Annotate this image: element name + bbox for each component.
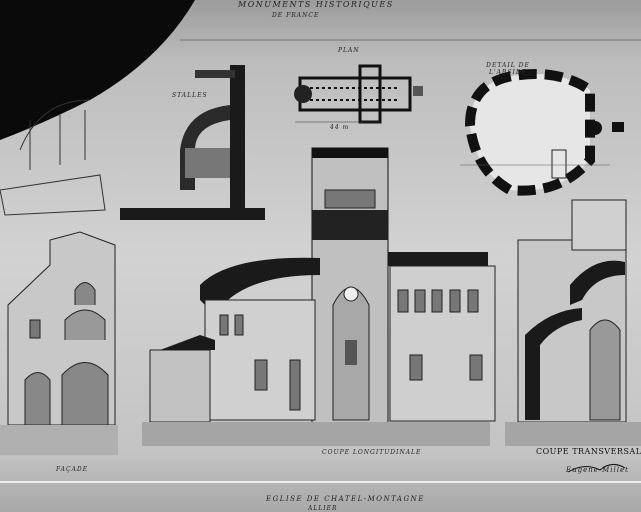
facade-label: FAÇADE <box>56 466 89 473</box>
longitudinal-section <box>142 147 496 446</box>
floor-plan <box>294 64 423 124</box>
interior-sketch <box>0 99 106 216</box>
facade-elevation <box>0 231 118 455</box>
stalles-label: STALLES <box>172 92 208 99</box>
longitudinal-section-label: COUPE LONGITUDINALE <box>322 449 422 456</box>
apse-detail <box>460 69 624 196</box>
dark-corner <box>0 0 195 140</box>
signature: Eugène Millet <box>566 466 629 474</box>
plan-scale: 44 m <box>330 124 350 131</box>
church-title: EGLISE DE CHATEL-MONTAGNE <box>266 495 425 503</box>
transverse-section-label: COUPE TRANSVERSALE <box>536 447 641 456</box>
signature-mark <box>567 464 626 473</box>
header-title: MONUMENTS HISTORIQUES <box>238 0 394 9</box>
department-label: ALLIER <box>308 505 338 512</box>
plan-label: PLAN <box>338 47 360 54</box>
stalles-section <box>120 65 265 220</box>
transverse-section <box>505 199 641 446</box>
header-subtitle: DE FRANCE <box>272 12 320 19</box>
apse-detail-label: DETAIL DE L'ABSIDE <box>486 62 530 76</box>
